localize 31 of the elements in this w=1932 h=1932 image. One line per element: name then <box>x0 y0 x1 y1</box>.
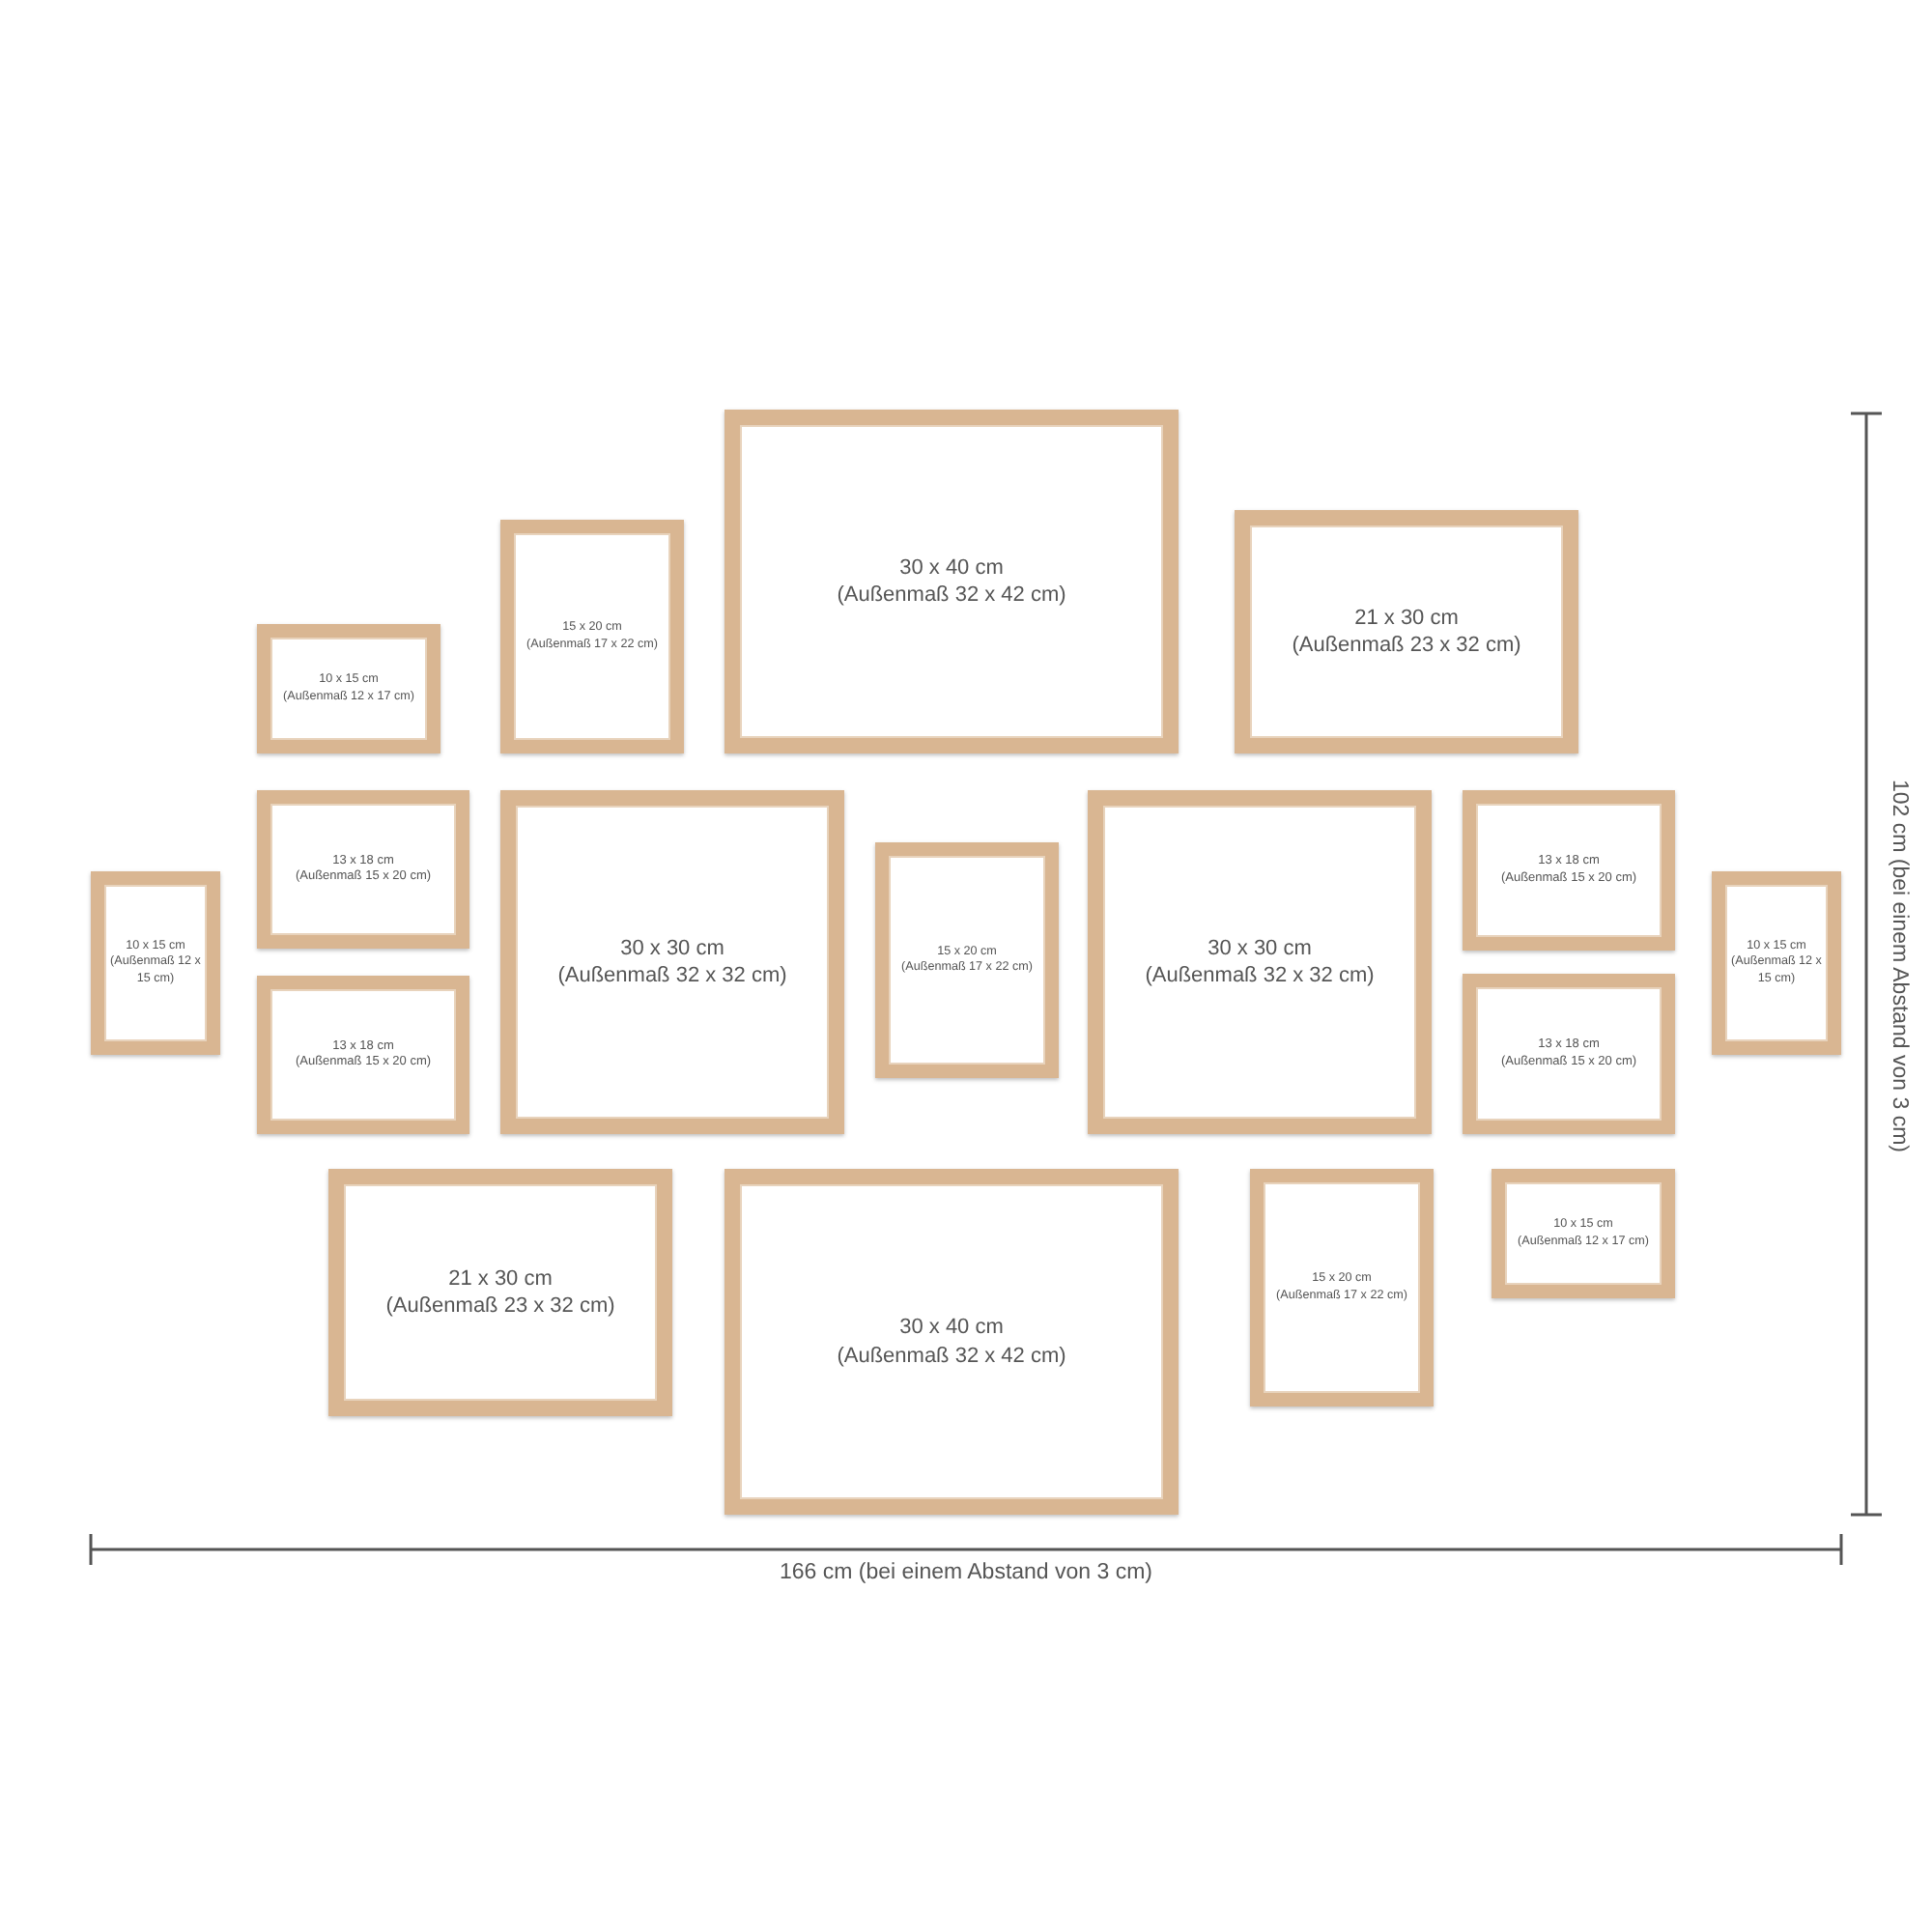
picture-frame <box>1463 790 1675 951</box>
picture-frame <box>257 790 469 949</box>
frame-size: 21 x 30 cm <box>448 1264 553 1293</box>
frame-size: 30 x 40 cm <box>899 1314 1004 1342</box>
picture-frame <box>875 842 1059 1078</box>
picture-frame <box>1712 871 1841 1055</box>
frame-size: 30 x 30 cm <box>620 934 724 962</box>
picture-frame <box>328 1169 672 1416</box>
outer-size: (Außenmaß 32 x 42 cm) <box>837 1342 1066 1370</box>
outer-size: (Außenmaß 32 x 42 cm) <box>837 582 1066 610</box>
picture-frame <box>724 410 1179 753</box>
picture-frame <box>257 624 440 753</box>
picture-frame <box>500 790 844 1134</box>
picture-frame <box>257 976 469 1134</box>
picture-frame <box>1250 1169 1434 1406</box>
picture-frame <box>1463 974 1675 1134</box>
picture-frame <box>91 871 220 1055</box>
picture-frame <box>1088 790 1432 1134</box>
frame-size: 30 x 30 cm <box>1208 934 1312 962</box>
outer-size: (Außenmaß 32 x 32 cm) <box>557 962 787 990</box>
dimension-label: 102 cm (bei einem Abstand von 3 cm) <box>1888 777 1911 1157</box>
picture-frame <box>1235 510 1578 753</box>
picture-frame <box>724 1169 1179 1515</box>
outer-size: (Außenmaß 23 x 32 cm) <box>1292 632 1521 660</box>
picture-frame <box>500 520 684 753</box>
dimension-label: 166 cm (bei einem Abstand von 3 cm) <box>777 1561 1155 1584</box>
picture-frame <box>1492 1169 1675 1298</box>
frame-size: 21 x 30 cm <box>1354 604 1459 632</box>
outer-size: (Außenmaß 32 x 32 cm) <box>1145 962 1375 990</box>
frame-size: 30 x 40 cm <box>899 554 1004 582</box>
outer-size: (Außenmaß 23 x 32 cm) <box>385 1293 615 1321</box>
